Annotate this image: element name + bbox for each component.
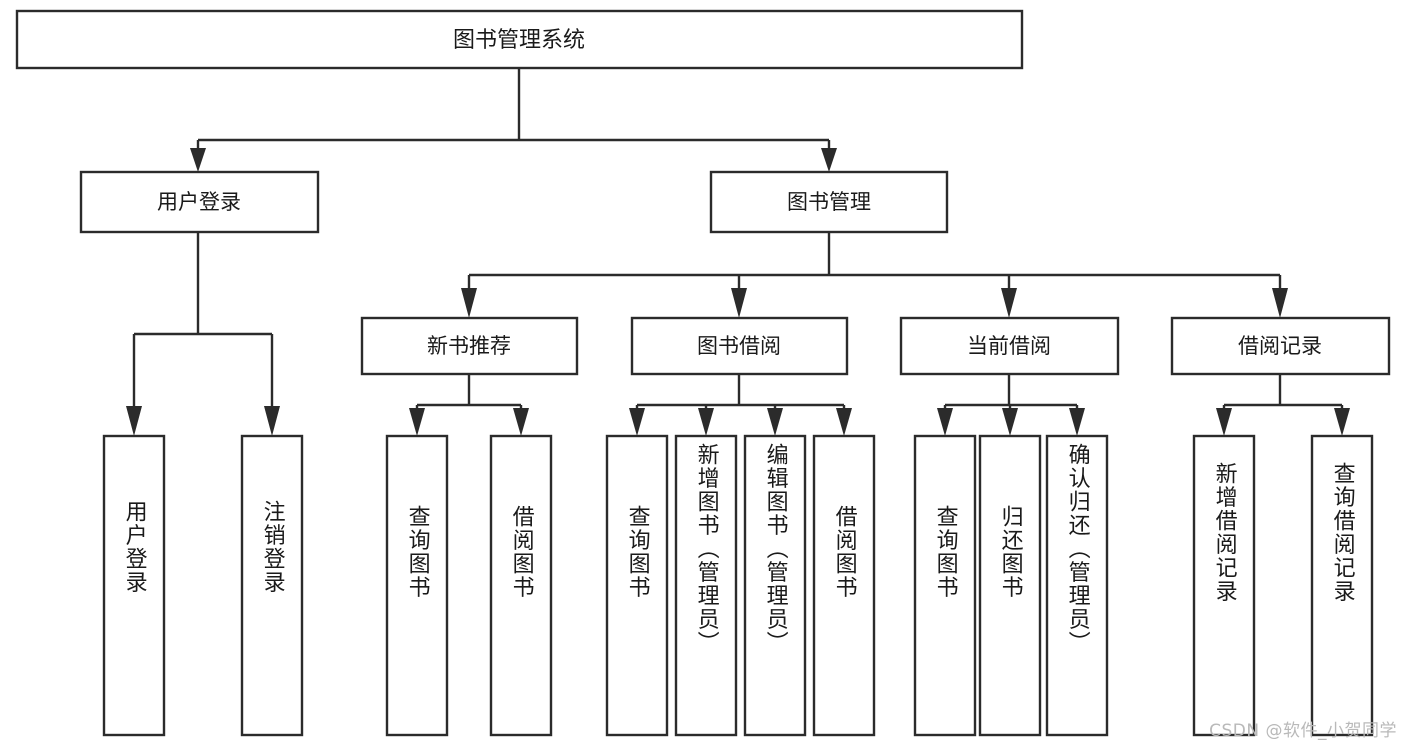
- node-user-login-box[interactable]: [79, 170, 320, 234]
- leaf-box-bb-query-book[interactable]: [605, 434, 669, 737]
- arrow-head-cb-return-book: [1002, 408, 1018, 436]
- arrow-head-bb-borrow-book: [836, 408, 852, 436]
- arrow-head-bb-add-book: [698, 408, 714, 436]
- node-book-borrow-label: 图书借阅: [697, 334, 781, 358]
- arrow-head-bb-query-book: [629, 408, 645, 436]
- arrow-head-user-login: [190, 148, 206, 172]
- arrow-head-book-borrow: [731, 288, 747, 318]
- leaf-box-bb-add-book[interactable]: [674, 434, 738, 737]
- node-current-borrow-box[interactable]: [899, 316, 1120, 376]
- arrow-head-new-book: [461, 288, 477, 318]
- leaf-box-br-query-record[interactable]: [1310, 434, 1374, 737]
- connectors-layer: [126, 68, 1350, 436]
- leaf-box-br-add-record[interactable]: [1192, 434, 1256, 737]
- leaf-box-user-login[interactable]: [102, 434, 166, 737]
- leaf-box-cb-return-book[interactable]: [978, 434, 1042, 737]
- arrow-head-nb-query-book: [409, 408, 425, 436]
- leaf-box-logout[interactable]: [240, 434, 304, 737]
- leaf-box-cb-query-book[interactable]: [913, 434, 977, 737]
- arrow-head-borrow-record: [1272, 288, 1288, 318]
- node-book-borrow-box[interactable]: [630, 316, 849, 376]
- leaf-box-bb-borrow-book[interactable]: [812, 434, 876, 737]
- arrow-head-current-borrow: [1001, 288, 1017, 318]
- node-borrow-record-box[interactable]: [1170, 316, 1391, 376]
- leaf-box-bb-edit-book[interactable]: [743, 434, 807, 737]
- arrow-head-leaf-logout: [264, 406, 280, 436]
- node-user-login-label: 用户登录: [157, 190, 241, 214]
- arrow-head-br-query-record: [1334, 408, 1350, 436]
- node-current-borrow-label: 当前借阅: [967, 334, 1051, 358]
- arrow-head-cb-query-book: [937, 408, 953, 436]
- node-book-mgmt-box[interactable]: [709, 170, 949, 234]
- arrow-head-nb-borrow-book: [513, 408, 529, 436]
- arrow-head-bb-edit-book: [767, 408, 783, 436]
- arrow-head-br-add-record: [1216, 408, 1232, 436]
- node-new-book-recommend-label: 新书推荐: [427, 334, 511, 358]
- node-root-box[interactable]: [15, 9, 1024, 70]
- leaf-box-nb-query-book[interactable]: [385, 434, 449, 737]
- leaf-box-nb-borrow-book[interactable]: [489, 434, 553, 737]
- leaf-box-cb-confirm-return[interactable]: [1045, 434, 1109, 737]
- nodes-layer: 图书管理系统 用户登录 图书管理 新书推荐 图书借阅 当前借阅 借阅记录: [15, 9, 1391, 737]
- arrow-head-cb-confirm-return: [1069, 408, 1085, 436]
- node-book-mgmt-label: 图书管理: [787, 190, 871, 214]
- node-borrow-record-label: 借阅记录: [1238, 334, 1322, 358]
- node-new-book-recommend-box[interactable]: [360, 316, 579, 376]
- arrow-head-book-mgmt: [821, 148, 837, 172]
- arrow-head-leaf-user-login: [126, 406, 142, 436]
- node-root-label: 图书管理系统: [453, 28, 585, 53]
